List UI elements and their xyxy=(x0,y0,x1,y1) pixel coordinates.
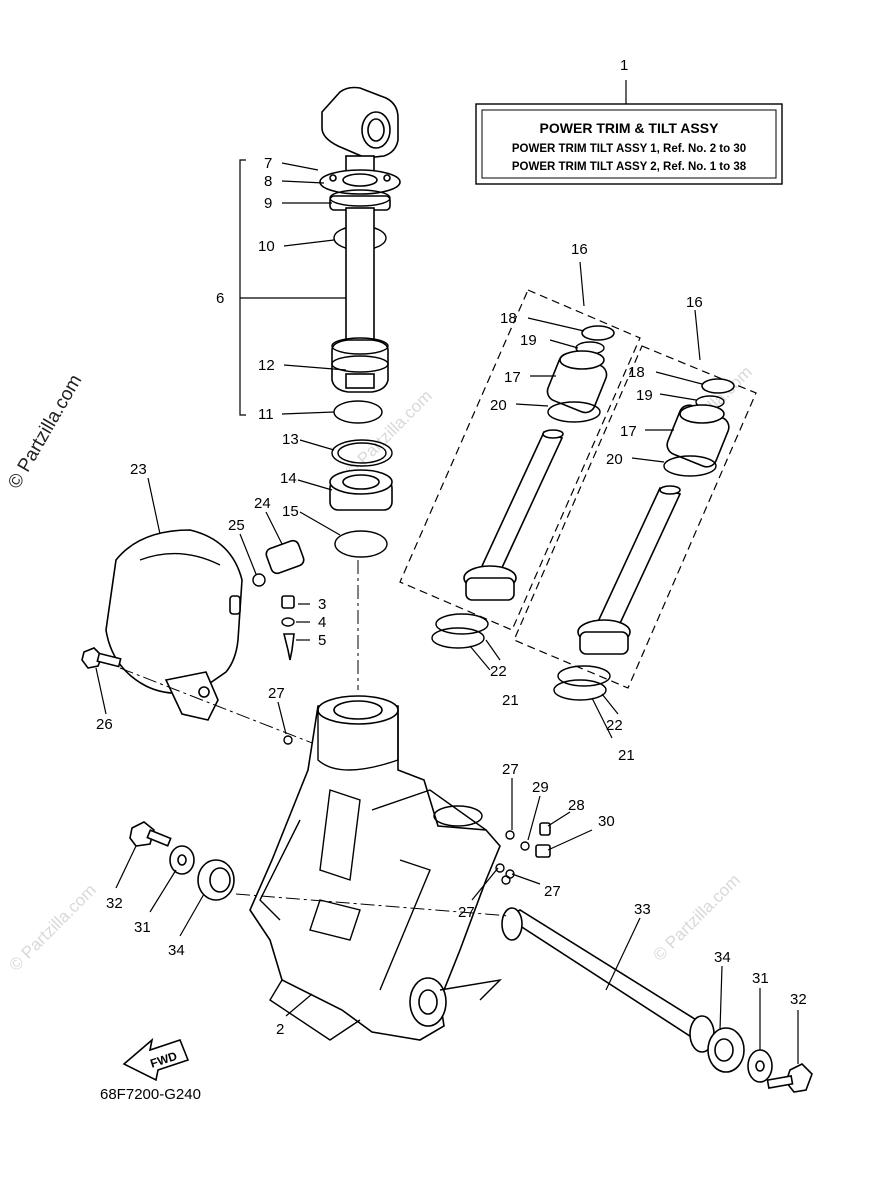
callout-13: 13 xyxy=(282,431,299,448)
callout-15: 15 xyxy=(282,503,299,520)
tilt-rod-assembly xyxy=(319,86,401,424)
callout-33: 33 xyxy=(634,901,651,918)
motor-assembly xyxy=(105,529,243,721)
drawing-code: 68F7200-G240 xyxy=(100,1086,201,1103)
title-box-line1: POWER TRIM TILT ASSY 1, Ref. No. 2 to 30 xyxy=(512,143,746,155)
callout-17-left: 17 xyxy=(504,369,521,386)
callout-24: 24 xyxy=(254,495,271,512)
callout-1: 1 xyxy=(620,57,628,74)
callout-9: 9 xyxy=(264,195,272,212)
kit-16-right xyxy=(513,345,757,689)
callout-21-right: 21 xyxy=(618,747,635,764)
callout-27-b: 27 xyxy=(502,761,519,778)
callout-27-c: 27 xyxy=(544,883,561,900)
callout-26: 26 xyxy=(96,716,113,733)
callout-12: 12 xyxy=(258,357,275,374)
callout-27-a: 27 xyxy=(268,685,285,702)
callout-14: 14 xyxy=(280,470,297,487)
leaders xyxy=(95,162,799,1064)
watermark-1: © Partzilla.com xyxy=(4,371,86,492)
callout-34-left: 34 xyxy=(168,942,185,959)
seals-stack xyxy=(329,439,393,558)
callout-6: 6 xyxy=(216,290,224,307)
callout-5: 5 xyxy=(318,632,326,649)
callout-19-left: 19 xyxy=(520,332,537,349)
watermark-4: © Partzilla.com xyxy=(5,880,99,974)
callout-22-left: 22 xyxy=(490,663,507,680)
callout-25: 25 xyxy=(228,517,245,534)
callout-21-left: 21 xyxy=(502,692,519,709)
callout-18-left: 18 xyxy=(500,310,517,327)
callout-8: 8 xyxy=(264,173,272,190)
callout-7: 7 xyxy=(264,155,272,172)
bracket-6 xyxy=(239,159,346,416)
callout-4: 4 xyxy=(318,614,326,631)
callout-3: 3 xyxy=(318,596,326,613)
callout-22-right: 22 xyxy=(606,717,623,734)
callout-18-right: 18 xyxy=(628,364,645,381)
callout-10: 10 xyxy=(258,238,275,255)
title-box: POWER TRIM & TILT ASSY POWER TRIM TILT A… xyxy=(475,80,783,185)
callout-19-right: 19 xyxy=(636,387,653,404)
callout-16-right: 16 xyxy=(686,294,703,311)
callout-11: 11 xyxy=(258,406,274,423)
callout-20-left: 20 xyxy=(490,397,507,414)
main-housing xyxy=(249,695,503,1041)
callout-23: 23 xyxy=(130,461,147,478)
callout-28: 28 xyxy=(568,797,585,814)
callout-30: 30 xyxy=(598,813,615,830)
callout-34-right: 34 xyxy=(714,949,731,966)
tilt-shaft-group xyxy=(501,907,813,1093)
callout-17-right: 17 xyxy=(620,423,637,440)
callout-31-right: 31 xyxy=(752,970,769,987)
callout-31-left: 31 xyxy=(134,919,151,936)
callout-29: 29 xyxy=(532,779,549,796)
left-pivot-parts xyxy=(129,821,235,901)
callout-16-left: 16 xyxy=(571,241,588,258)
callout-32-right: 32 xyxy=(790,991,807,1008)
callout-27-d: 27 xyxy=(458,904,475,921)
callout-32-left: 32 xyxy=(106,895,123,912)
title-box-line2: POWER TRIM TILT ASSY 2, Ref. No. 1 to 38 xyxy=(512,161,747,173)
callout-20-right: 20 xyxy=(606,451,623,468)
title-box-heading: POWER TRIM & TILT ASSY xyxy=(540,120,720,136)
callout-2: 2 xyxy=(276,1021,284,1038)
bolt-26 xyxy=(81,647,122,669)
fwd-arrow: FWD xyxy=(122,1037,190,1082)
callouts: 1 7 8 9 10 6 12 11 13 14 15 16 16 18 19 … xyxy=(96,57,807,1038)
kit-16-left xyxy=(399,289,641,631)
